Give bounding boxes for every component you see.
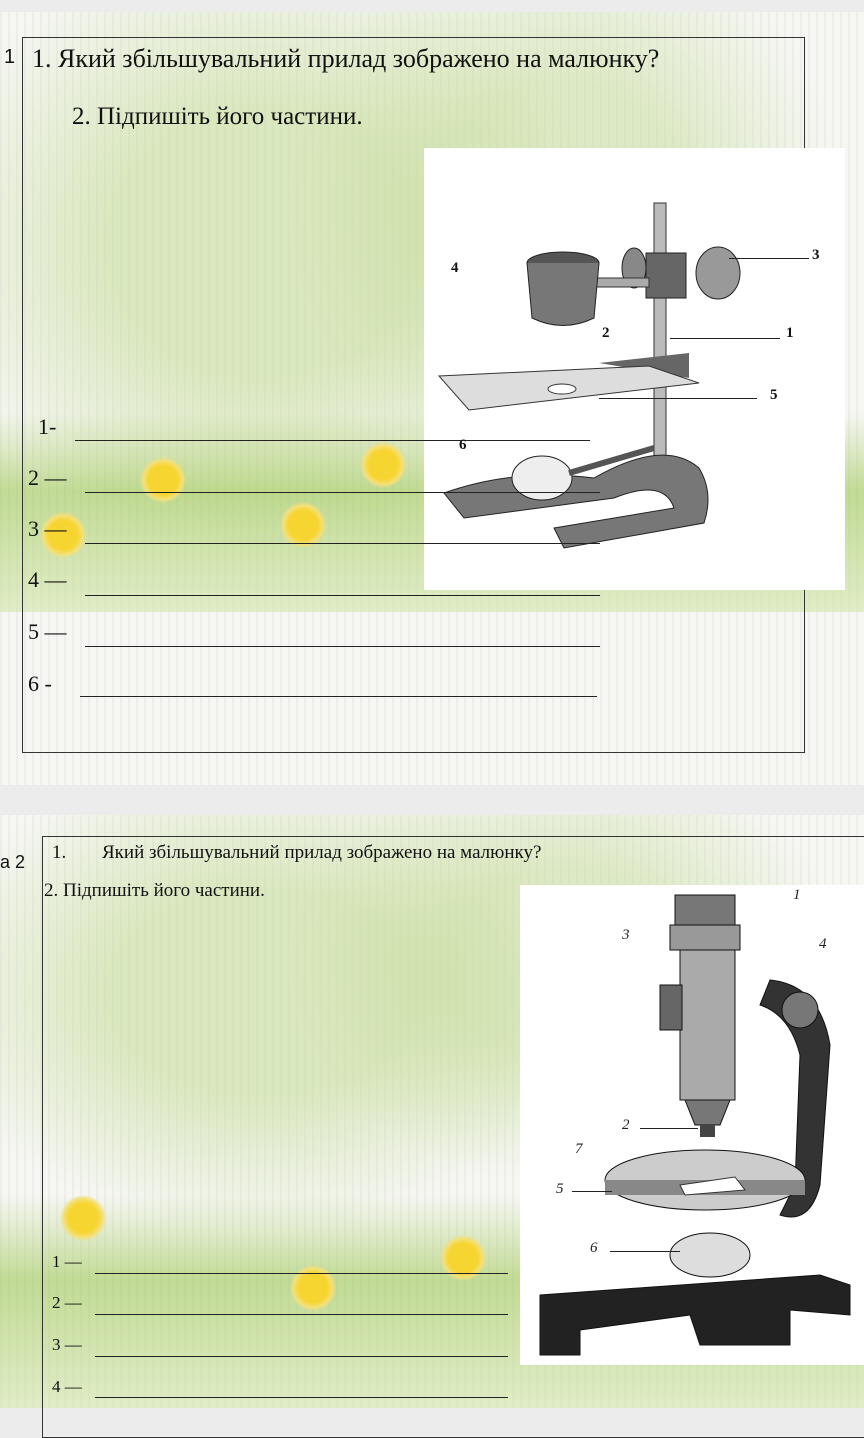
leader-line	[670, 338, 780, 339]
flower-decoration	[280, 502, 326, 548]
microscope-drawing	[539, 894, 851, 1356]
flower-decoration	[140, 457, 186, 503]
answer-label-1: 1 —	[52, 1252, 82, 1271]
magnifier-stand-figure: 4 3 2 1 5 6	[424, 148, 845, 590]
leader-line	[599, 398, 757, 399]
figure-label: 6	[459, 437, 467, 453]
answer-label-3: 3 —	[52, 1335, 82, 1354]
answer-label-5: 5 —	[28, 619, 67, 644]
answer-label-2: 2 —	[28, 465, 67, 490]
figure-label: 5	[556, 1181, 564, 1197]
question-1-number: 1.	[52, 842, 67, 863]
slide-number: 1	[4, 46, 16, 68]
leader-line	[572, 1191, 612, 1192]
answer-line-3[interactable]	[85, 543, 600, 544]
figure-label: 2	[602, 325, 610, 341]
flower-decoration	[290, 1265, 336, 1311]
figure-label: 4	[819, 936, 827, 952]
flower-decoration	[40, 512, 86, 558]
answer-line-2[interactable]	[85, 492, 600, 493]
microscope-figure: 1 3 4 2 7 5 6	[520, 885, 864, 1365]
question-1: Який збільшувальний прилад зображено на …	[102, 842, 542, 863]
figure-label: 6	[590, 1240, 598, 1256]
answer-line-2[interactable]	[95, 1314, 508, 1315]
flower-decoration	[60, 1195, 106, 1241]
question-1: 1. Який збільшувальний прилад зображено …	[32, 44, 660, 73]
answer-label-2: 2 —	[52, 1293, 82, 1312]
answer-label-6: 6 -	[28, 671, 52, 696]
question-2: 2. Підпишіть його частини.	[72, 103, 363, 130]
answer-line-5[interactable]	[85, 646, 600, 647]
leader-line	[729, 258, 809, 259]
figure-label: 4	[451, 260, 459, 276]
question-2: 2. Підпишіть його частини.	[44, 880, 265, 901]
answer-line-3[interactable]	[95, 1356, 508, 1357]
flower-decoration	[360, 442, 406, 488]
answer-line-6[interactable]	[80, 696, 597, 697]
figure-label: 7	[575, 1141, 583, 1157]
figure-label: 5	[770, 387, 778, 403]
slide-number: а 2	[0, 852, 26, 872]
figure-label: 3	[812, 247, 820, 263]
magnifier-stand-drawing	[437, 202, 741, 549]
answer-line-1[interactable]	[75, 440, 590, 441]
answer-line-4[interactable]	[95, 1397, 508, 1398]
figure-label: 3	[622, 927, 630, 943]
answer-line-4[interactable]	[85, 595, 600, 596]
answer-label-1: 1-	[38, 414, 57, 439]
leader-line	[610, 1251, 680, 1252]
leader-line	[640, 1128, 698, 1129]
answer-label-3: 3 —	[28, 516, 67, 541]
answer-line-1[interactable]	[95, 1273, 508, 1274]
answer-label-4: 4 —	[52, 1377, 82, 1396]
figure-label: 1	[793, 887, 801, 903]
figure-label: 1	[786, 325, 794, 341]
figure-label: 2	[622, 1117, 630, 1133]
answer-label-4: 4 —	[28, 567, 67, 592]
